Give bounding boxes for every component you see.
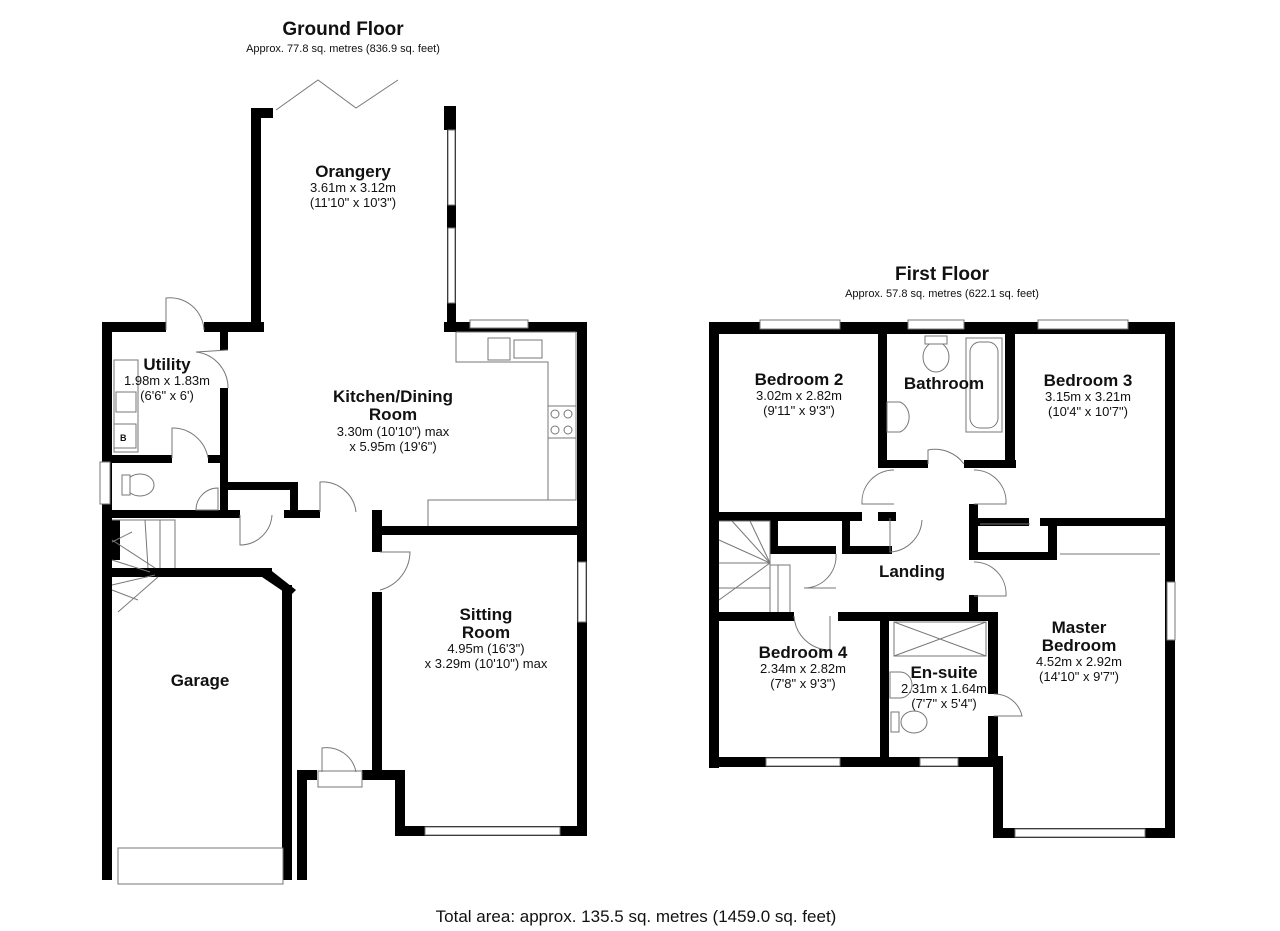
orangery-dim2: (11'10" x 10'3")	[310, 195, 396, 210]
first-floor-fixtures	[718, 335, 1003, 734]
sitting-room-name-line2: Room	[462, 623, 510, 642]
bedroom4-dim1: 2.34m x 2.82m	[760, 661, 846, 676]
bedroom4-dim2: (7'8" x 9'3")	[770, 676, 836, 691]
orangery-name: Orangery	[315, 162, 391, 181]
garage-name: Garage	[171, 671, 230, 690]
ensuite-name: En-suite	[910, 663, 977, 682]
ensuite-dim2: (7'7" x 5'4")	[911, 696, 977, 711]
kitchen-dim1: 3.30m (10'10") max	[337, 424, 450, 439]
bedroom3-dim2: (10'4" x 10'7")	[1048, 404, 1128, 419]
kitchen-name-line2: Room	[369, 405, 417, 424]
ground-floor-doors	[165, 79, 411, 773]
first-floor-title: First Floor	[895, 264, 990, 285]
master-bedroom-dim2: (14'10" x 9'7")	[1039, 669, 1119, 684]
first-floor-plan	[709, 319, 1176, 838]
ground-floor-labels: Ground Floor Approx. 77.8 sq. metres (83…	[124, 19, 548, 690]
first-floor-area: Approx. 57.8 sq. metres (622.1 sq. feet)	[845, 288, 1039, 300]
ground-floor-windows	[99, 129, 587, 885]
landing-name: Landing	[879, 562, 945, 581]
sitting-room-dim1: 4.95m (16'3")	[447, 641, 524, 656]
master-bedroom-dim1: 4.52m x 2.92m	[1036, 654, 1122, 669]
bedroom2-dim2: (9'11" x 9'3")	[763, 403, 835, 418]
ground-floor-fixtures: B	[111, 331, 577, 613]
ground-floor-title: Ground Floor	[282, 19, 404, 40]
master-bedroom-name-line1: Master	[1052, 618, 1107, 637]
kitchen-name-line1: Kitchen/Dining	[333, 387, 453, 406]
bedroom2-dim1: 3.02m x 2.82m	[756, 388, 842, 403]
sitting-room-name-line1: Sitting	[460, 605, 513, 624]
kitchen-dim2: x 5.95m (19'6")	[349, 439, 436, 454]
bedroom3-name: Bedroom 3	[1044, 371, 1133, 390]
ground-floor-area: Approx. 77.8 sq. metres (836.9 sq. feet)	[246, 43, 440, 55]
bedroom2-name: Bedroom 2	[755, 370, 844, 389]
utility-dim2: (6'6" x 6')	[140, 388, 194, 403]
ground-floor-plan: B	[99, 79, 587, 885]
first-floor-doors	[793, 448, 1160, 717]
boiler-label: B	[120, 433, 127, 443]
utility-name: Utility	[143, 355, 191, 374]
first-floor-windows	[759, 319, 1176, 838]
first-floor-labels: First Floor Approx. 57.8 sq. metres (622…	[755, 264, 1133, 711]
bedroom3-dim1: 3.15m x 3.21m	[1045, 389, 1131, 404]
bedroom4-name: Bedroom 4	[759, 643, 848, 662]
ensuite-dim1: 2.31m x 1.64m	[901, 681, 987, 696]
ground-floor-walls	[102, 106, 587, 880]
total-area: Total area: approx. 135.5 sq. metres (14…	[436, 907, 837, 926]
sitting-room-dim2: x 3.29m (10'10") max	[425, 656, 548, 671]
bathroom-name: Bathroom	[904, 374, 984, 393]
orangery-dim1: 3.61m x 3.12m	[310, 180, 396, 195]
utility-dim1: 1.98m x 1.83m	[124, 373, 210, 388]
master-bedroom-name-line2: Bedroom	[1042, 636, 1117, 655]
